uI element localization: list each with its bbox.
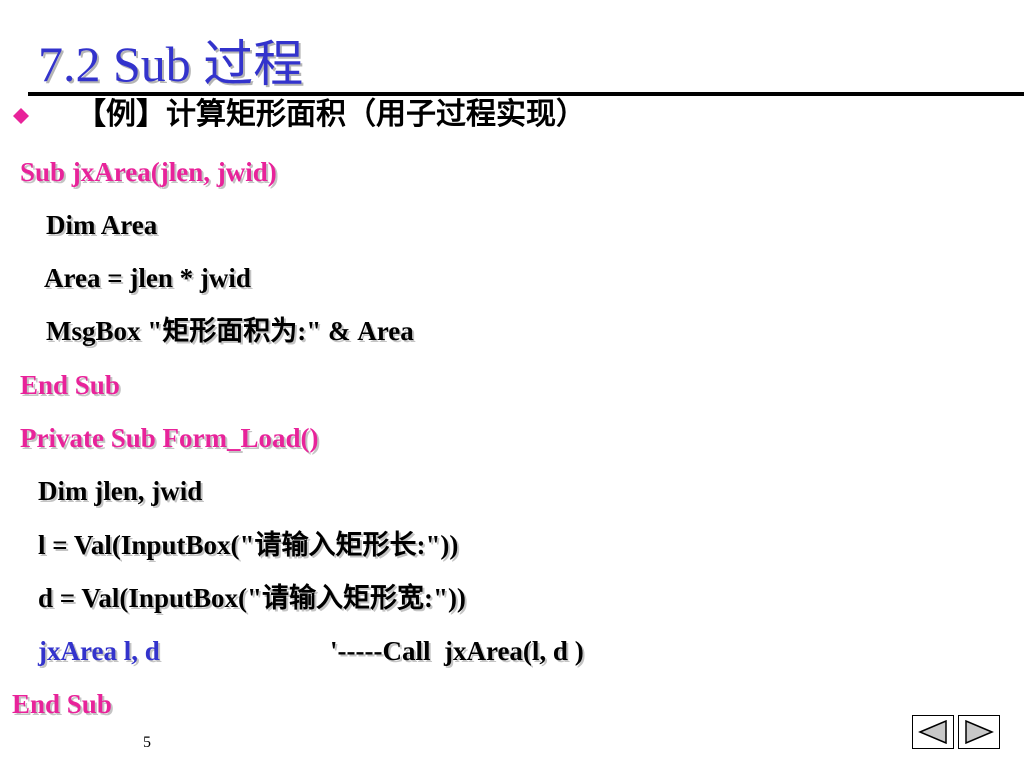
slide-navigation <box>912 715 1000 751</box>
code-msgbox: MsgBox "矩形面积为:" & Area <box>46 316 414 346</box>
code-d-assign: d = Val(InputBox("请输入矩形宽:")) <box>38 583 466 613</box>
code-dim-jlen: Dim jlen, jwid <box>38 476 203 506</box>
triangle-left-icon <box>918 720 947 744</box>
page-number: 5 <box>143 734 151 751</box>
code-form-load: Private Sub Form_Load() <box>20 423 319 453</box>
example-heading: 【例】计算矩形面积（用子过程实现） <box>76 98 586 131</box>
code-end-sub: End Sub <box>20 370 120 400</box>
slide-title: 7.2 Sub 过程 <box>38 36 304 92</box>
next-slide-button[interactable] <box>958 715 1000 749</box>
diamond-bullet-icon <box>13 108 29 124</box>
code-l-assign: l = Val(InputBox("请输入矩形长:")) <box>38 530 459 560</box>
title-underline <box>28 92 1024 96</box>
code-call-statement: jxArea l, d <box>38 636 160 666</box>
code-dim-area: Dim Area <box>46 210 158 240</box>
code-sub-header: Sub jxArea(jlen, jwid) <box>20 157 277 187</box>
previous-slide-button[interactable] <box>912 715 954 749</box>
triangle-right-icon <box>965 720 994 744</box>
code-area-assign: Area = jlen * jwid <box>44 263 251 293</box>
code-end-sub: End Sub <box>12 689 112 719</box>
code-call-comment: '-----Call jxArea(l, d ) <box>330 636 584 666</box>
